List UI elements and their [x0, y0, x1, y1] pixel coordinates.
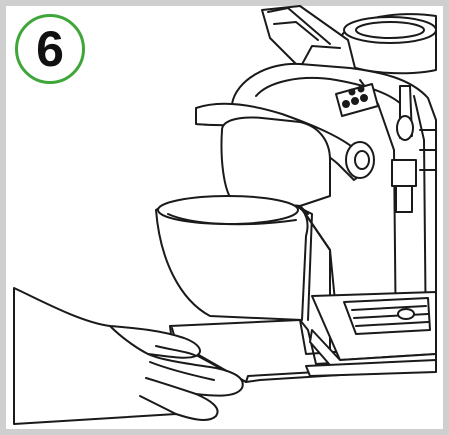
- capsule-holder: [156, 196, 312, 320]
- step-number: 6: [36, 24, 64, 74]
- step-number-badge: 6: [15, 14, 85, 84]
